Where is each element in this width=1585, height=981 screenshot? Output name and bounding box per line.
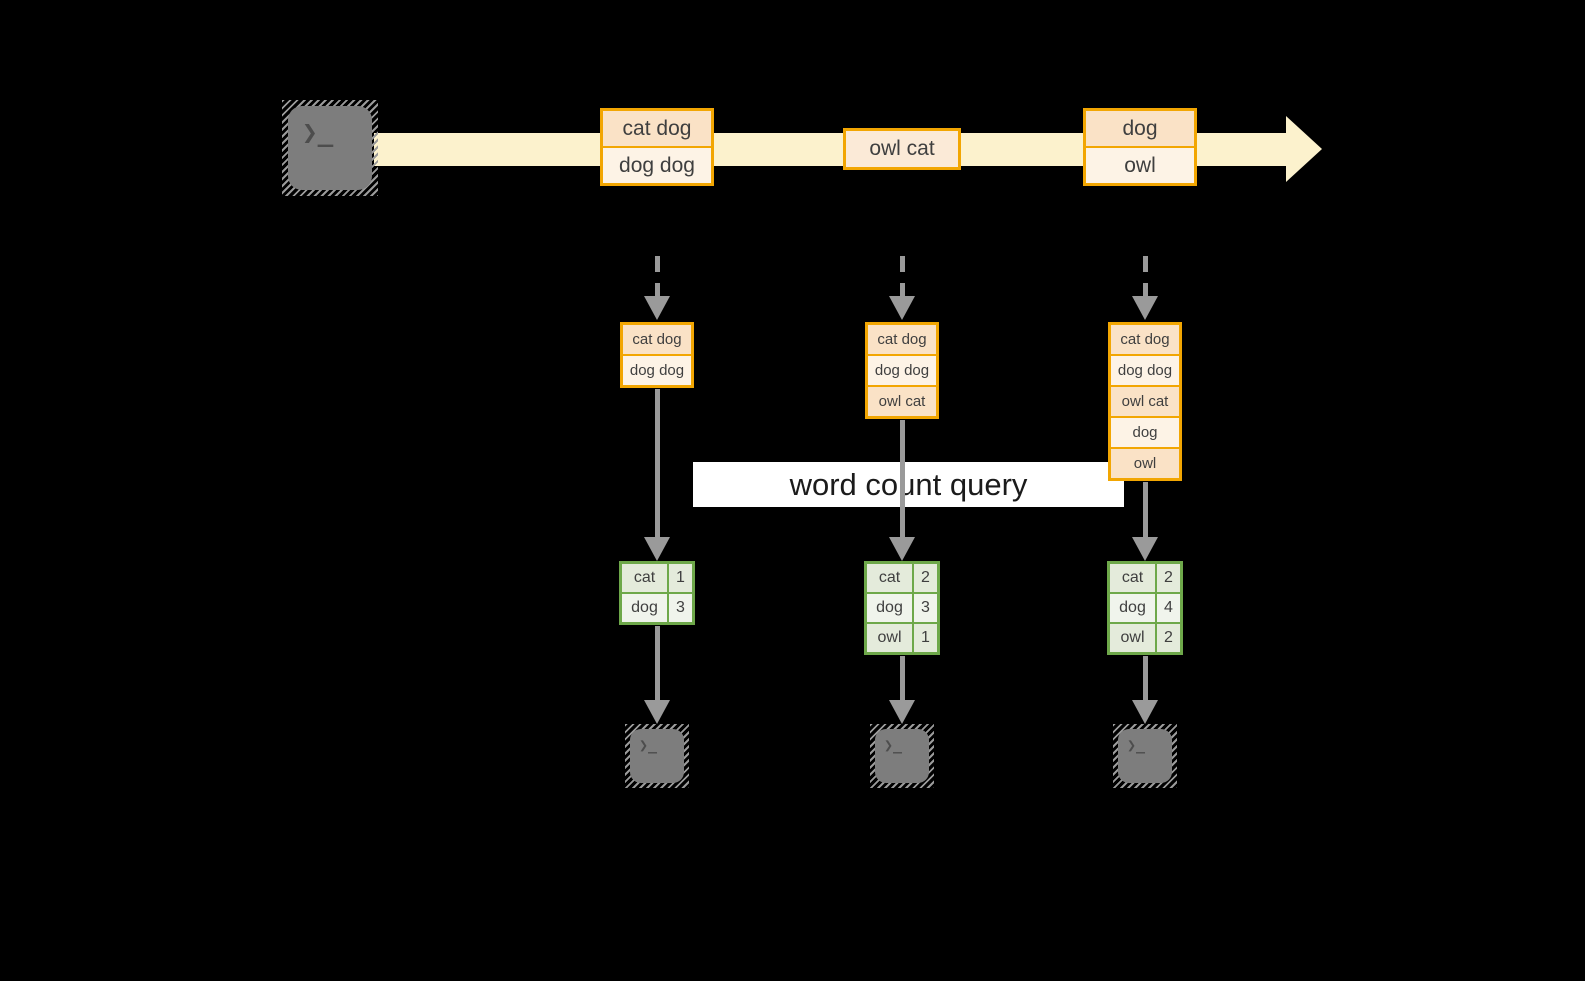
- result-word-cell: dog: [622, 594, 667, 622]
- arrow-down: [889, 656, 915, 724]
- terminal-source-icon: ❯_: [282, 100, 378, 196]
- arrow-down: [644, 626, 670, 724]
- terminal-output-icon: ❯_: [1113, 724, 1177, 788]
- record-cell: dog dog: [623, 356, 691, 385]
- record-cell: owl: [1111, 449, 1179, 478]
- result-word-cell: dog: [867, 594, 912, 622]
- terminal-output-icon: ❯_: [870, 724, 934, 788]
- terminal-body: ❯_: [875, 729, 929, 783]
- record-cell: owl cat: [1111, 387, 1179, 416]
- arrow-down: [889, 420, 915, 561]
- terminal-prompt-glyph: ❯_: [639, 736, 658, 754]
- result-word-cell: cat: [622, 564, 667, 592]
- stream-arrowhead: [1286, 116, 1322, 182]
- result-word-cell: cat: [1110, 564, 1155, 592]
- terminal-prompt-glyph: ❯_: [884, 736, 903, 754]
- record-cell: owl cat: [846, 131, 958, 167]
- arrow-down: [1132, 656, 1158, 724]
- dashed-arrow-down: [889, 256, 915, 320]
- record-cell: cat dog: [623, 325, 691, 354]
- stream-batch: owl cat: [843, 128, 961, 170]
- result-word-cell: owl: [867, 624, 912, 652]
- record-cell: dog dog: [868, 356, 936, 385]
- terminal-prompt-glyph: ❯_: [302, 118, 334, 148]
- record-cell: owl cat: [868, 387, 936, 416]
- result-count-cell: 1: [914, 624, 937, 652]
- result-count-cell: 2: [914, 564, 937, 592]
- terminal-prompt-glyph: ❯_: [1127, 736, 1146, 754]
- dashed-arrow-down: [644, 256, 670, 320]
- result-count-cell: 1: [669, 564, 692, 592]
- terminal-body: ❯_: [288, 106, 372, 190]
- arrow-down: [644, 389, 670, 561]
- result-count-cell: 2: [1157, 624, 1180, 652]
- result-word-cell: dog: [1110, 594, 1155, 622]
- dashed-arrow-down: [1132, 256, 1158, 320]
- result-count-cell: 3: [914, 594, 937, 622]
- arrow-down: [1132, 482, 1158, 561]
- record-cell: dog dog: [1111, 356, 1179, 385]
- query-banner: word count query: [693, 462, 1124, 507]
- result-word-cell: cat: [867, 564, 912, 592]
- record-cell: dog: [1086, 111, 1194, 146]
- result-word-cell: owl: [1110, 624, 1155, 652]
- result-count-cell: 2: [1157, 564, 1180, 592]
- result-count-cell: 4: [1157, 594, 1180, 622]
- record-cell: dog: [1111, 418, 1179, 447]
- record-cell: cat dog: [603, 111, 711, 146]
- terminal-body: ❯_: [1118, 729, 1172, 783]
- result-count-cell: 3: [669, 594, 692, 622]
- record-cell: dog dog: [603, 148, 711, 183]
- terminal-output-icon: ❯_: [625, 724, 689, 788]
- terminal-body: ❯_: [630, 729, 684, 783]
- record-cell: cat dog: [1111, 325, 1179, 354]
- record-cell: owl: [1086, 148, 1194, 183]
- record-cell: cat dog: [868, 325, 936, 354]
